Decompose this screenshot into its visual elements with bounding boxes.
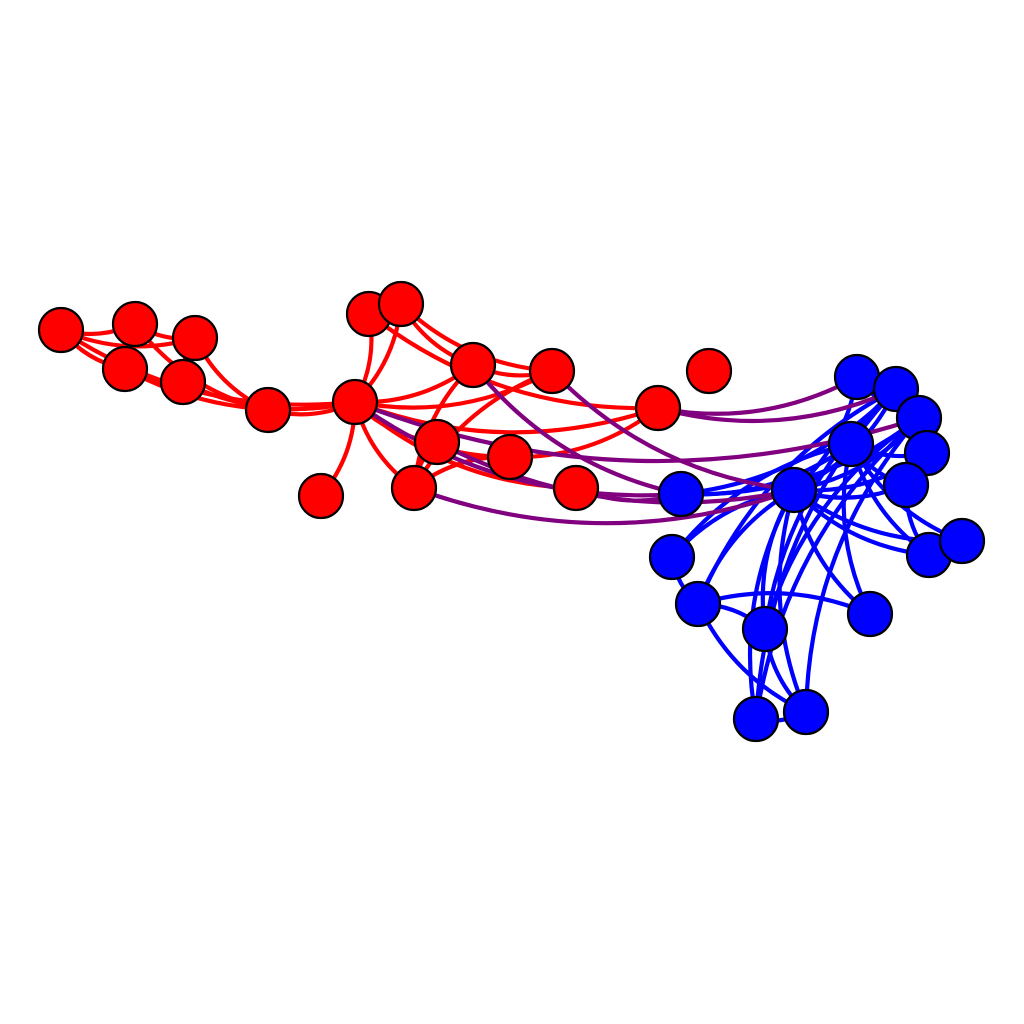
graph-node: [297, 472, 345, 520]
graph-node: [552, 464, 600, 512]
graph-node: [171, 314, 219, 362]
graph-node: [846, 590, 894, 638]
graph-node: [634, 384, 682, 432]
graph-node: [770, 466, 818, 514]
graph-node: [882, 461, 930, 509]
graph-edge: [470, 362, 684, 497]
graph-node: [827, 420, 875, 468]
graph-edge: [655, 374, 860, 416]
graph-node: [377, 280, 425, 328]
graph-node: [486, 433, 534, 481]
graph-node: [741, 605, 789, 653]
graph-edge: [803, 415, 922, 715]
graph-node: [685, 347, 733, 395]
graph-edge: [777, 487, 809, 715]
graph-node: [833, 353, 881, 401]
graph-edge: [747, 487, 797, 722]
graph-node: [657, 470, 705, 518]
graph-node: [37, 306, 85, 354]
graph-edge: [549, 368, 797, 493]
graph-node: [648, 533, 696, 581]
graph-edge: [678, 386, 899, 497]
node-layer: [37, 280, 986, 743]
graph-edge: [411, 485, 797, 526]
graph-node: [903, 429, 951, 477]
graph-node: [938, 517, 986, 565]
graph-node: [331, 378, 379, 426]
graph-node: [732, 695, 780, 743]
graph-edge: [655, 386, 899, 424]
graph-node: [390, 464, 438, 512]
graph-node: [111, 300, 159, 348]
graph-node: [782, 688, 830, 736]
graph-edge: [366, 311, 661, 411]
graph-node: [244, 386, 292, 434]
graph-node: [159, 358, 207, 406]
graph-node: [528, 347, 576, 395]
graph-node: [449, 341, 497, 389]
graph-node: [674, 580, 722, 628]
graph-edge: [753, 415, 922, 722]
graph-node: [101, 345, 149, 393]
graph-node: [413, 418, 461, 466]
graph-edge: [762, 415, 922, 632]
